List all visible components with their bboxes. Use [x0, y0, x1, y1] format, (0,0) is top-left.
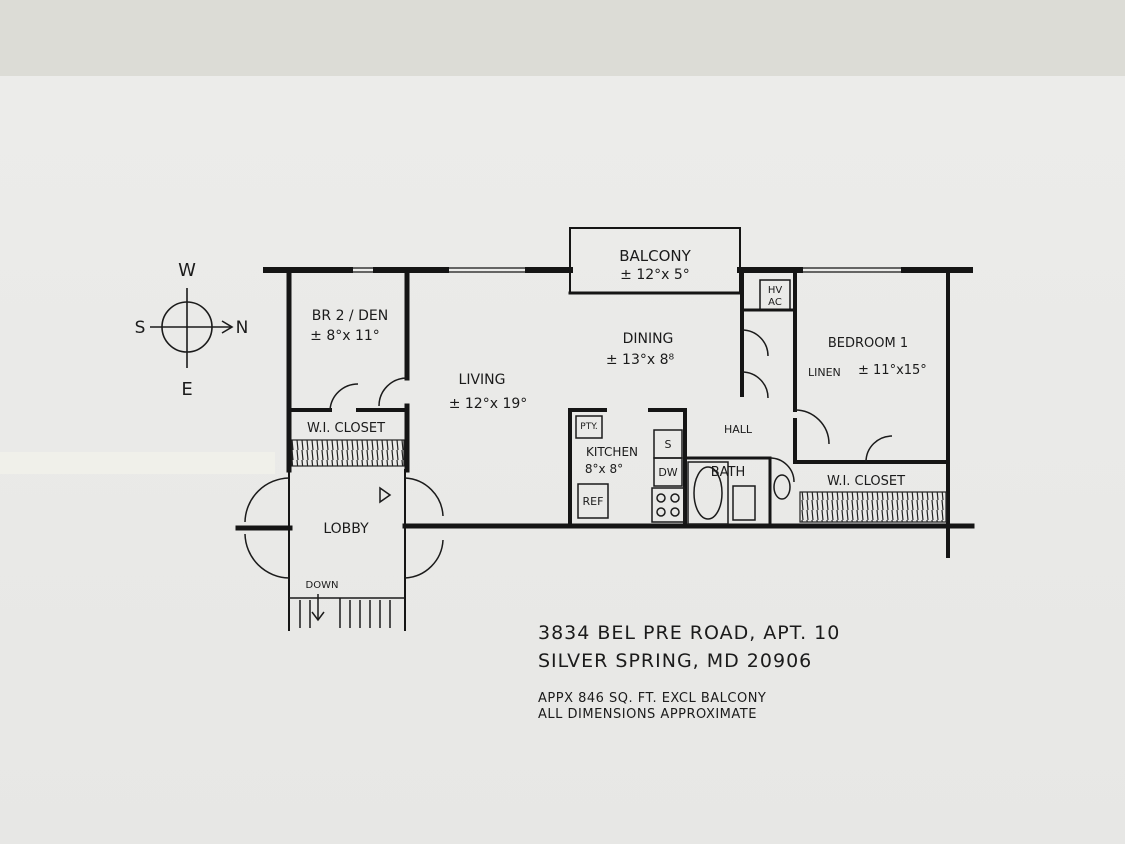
hall-label: HALL: [724, 423, 753, 436]
wi-closet-right-label: W.I. CLOSET: [827, 474, 905, 489]
closet-shelf-right: [799, 491, 947, 523]
closet-shelf-left: [291, 439, 405, 467]
living-name: LIVING: [459, 372, 506, 388]
hvac-label-2: AC: [768, 297, 782, 308]
background-wall: [0, 0, 1125, 76]
pantry-label: PTY.: [580, 422, 597, 432]
kitchen-name: KITCHEN: [586, 445, 638, 459]
compass-west-label: W: [178, 260, 196, 281]
sink-label: S: [665, 438, 672, 451]
wi-closet-left-label: W.I. CLOSET: [307, 421, 385, 436]
stairs-down-label: DOWN: [306, 580, 339, 591]
address-line-1: 3834 BEL PRE ROAD, APT. 10: [538, 622, 841, 644]
walls: [235, 227, 975, 631]
dimensions-disclaimer: ALL DIMENSIONS APPROXIMATE: [538, 707, 757, 722]
address-line-2: SILVER SPRING, MD 20906: [538, 650, 813, 672]
hvac-label-1: HV: [768, 285, 783, 296]
compass-north-label: N: [236, 318, 249, 338]
fridge-label: REF: [583, 495, 604, 508]
tape-strip: [0, 452, 275, 474]
kitchen-fixtures: [289, 415, 791, 628]
kitchen-dims: 8°x 8°: [585, 462, 623, 476]
bath-label: BATH: [711, 465, 746, 480]
balcony-dims: ± 12°x 5°: [620, 267, 690, 283]
north-arrow-icon: [221, 320, 234, 334]
lobby-label: LOBBY: [323, 521, 369, 537]
balcony-name: BALCONY: [619, 247, 691, 265]
dining-dims: ± 13°x 8⁸: [606, 352, 675, 368]
compass: [150, 288, 234, 368]
dishwasher-label: DW: [658, 466, 677, 479]
linen-label: LINEN: [808, 366, 841, 379]
bedroom1-name: BEDROOM 1: [828, 336, 908, 351]
br2-dims: ± 8°x 11°: [310, 328, 380, 344]
compass-south-label: S: [135, 318, 146, 338]
living-dims: ± 12°x 19°: [449, 396, 528, 412]
compass-east-label: E: [181, 379, 192, 400]
br2-name: BR 2 / DEN: [312, 308, 388, 324]
dining-name: DINING: [623, 331, 674, 347]
bedroom1-dims: ± 11°x15°: [858, 363, 927, 378]
area-note: APPX 846 SQ. FT. EXCL BALCONY: [538, 691, 767, 706]
door-swings: [244, 329, 893, 579]
